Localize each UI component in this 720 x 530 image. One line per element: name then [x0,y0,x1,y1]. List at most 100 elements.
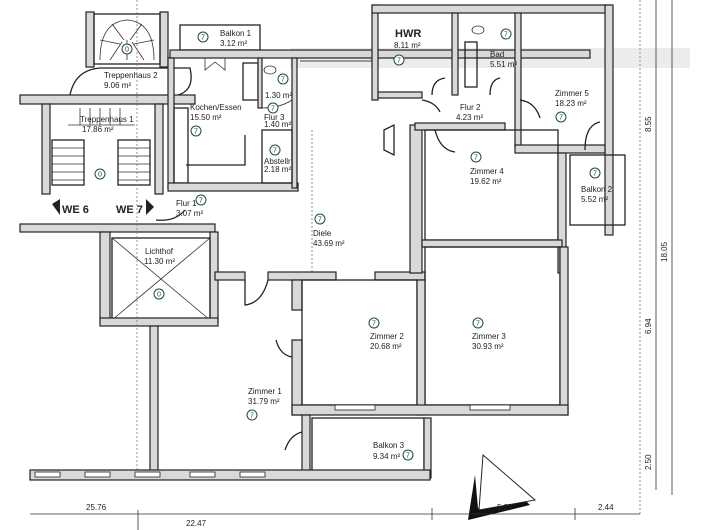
balkon-3 [311,417,425,474]
svg-text:7: 7 [318,217,322,224]
svg-text:7: 7 [199,198,203,205]
room-area: 2.18 m² [264,165,291,174]
svg-text:22.47: 22.47 [186,519,207,528]
unit-badge: 7 [314,213,326,225]
svg-text:7: 7 [271,106,275,113]
unit-badge: 7 [269,144,281,156]
svg-text:7: 7 [593,171,597,178]
room-name: Lichthof [145,247,174,256]
unit-badge: 7 [393,54,405,66]
unit-badge: 7 [472,317,484,329]
room-area: 43.69 m² [313,239,345,248]
dimension-labels: 8.55 18.05 6.94 2.50 25.76 22.47 5.27 2.… [86,116,669,528]
room-name: Zimmer 2 [370,332,404,341]
unit-label-we6: WE 6 [62,204,89,216]
unit-badge: 0 [94,168,106,180]
unit-badge: 7 [402,449,414,461]
room-name: Flur 2 [460,103,481,112]
zimmer-3 [424,246,561,406]
svg-text:7: 7 [273,148,277,155]
svg-text:25.76: 25.76 [86,503,107,512]
room-area: 4.23 m² [456,113,483,122]
svg-text:8.55: 8.55 [644,116,653,132]
svg-text:7: 7 [194,129,198,136]
svg-text:7: 7 [201,35,205,42]
room-name: Kochen/Essen [190,103,242,112]
room-area: 20.68 m² [370,342,402,351]
room-area: 19.62 m² [470,177,502,186]
room-name: Balkon 1 [220,29,252,38]
svg-text:2.44: 2.44 [598,503,614,512]
room-area: 9.06 m² [104,81,131,90]
room-name: Balkon 2 [581,185,613,194]
unit-label-we7: WE 7 [116,204,143,216]
room-name: Zimmer 5 [555,89,589,98]
storage-room [261,129,293,184]
svg-text:5.27: 5.27 [497,503,513,512]
room-name: Balkon 3 [373,441,405,450]
svg-text:6.94: 6.94 [644,318,653,334]
room-area: 1.30 m² [265,91,292,100]
room-name: Zimmer 3 [472,332,506,341]
facade-wall [29,469,431,481]
north-arrow-icon [468,453,537,520]
svg-text:0: 0 [125,47,129,54]
room-name: Treppenhaus 2 [104,71,158,80]
svg-text:7: 7 [281,77,285,84]
unit-badge: 7 [368,317,380,329]
room-name: Treppenhaus 1 [80,115,134,124]
unit-badge: 7 [267,102,279,114]
room-name: Zimmer 1 [248,387,282,396]
room-area: 30.93 m² [472,342,504,351]
unit-badge: 7 [246,409,258,421]
unit-badge: 7 [197,31,209,43]
room-name: Zimmer 4 [470,167,504,176]
room-area: 9.34 m² [373,452,400,461]
balkon-2 [569,154,626,226]
unit-badge: 7 [470,151,482,163]
svg-text:7: 7 [559,115,563,122]
svg-text:0: 0 [98,172,102,179]
dimension-lines [30,0,673,530]
unit-badge: 7 [555,111,567,123]
unit-badge: 0 [153,288,165,300]
svg-text:2.50: 2.50 [644,454,653,470]
room-area: 17.86 m² [82,125,114,134]
room-area: 18.23 m² [555,99,587,108]
room-name: Bad [490,50,504,59]
unit-badge: 0 [121,43,133,55]
room-name: Abstellr [264,157,291,166]
room-area: 5.52 m² [581,195,608,204]
room-area: 5.51 m² [490,60,517,69]
room-name: Flur 1 [176,199,197,208]
svg-text:7: 7 [474,155,478,162]
room-area: 1.40 m² [264,120,291,129]
unit-badge: 7 [190,125,202,137]
svg-text:7: 7 [397,58,401,65]
room-area: 15.50 m² [190,113,222,122]
room-name: HWR [395,28,421,40]
unit-badge: 7 [195,194,207,206]
lichthof [99,231,219,327]
room-labels: Treppenhaus 2 9.06 m² Balkon 1 3.12 m² K… [52,28,613,461]
unit-badge: 7 [277,73,289,85]
svg-text:0: 0 [157,292,161,299]
stairwell-2 [19,11,196,105]
svg-text:7: 7 [476,321,480,328]
svg-text:7: 7 [372,321,376,328]
room-area: 3.12 m² [220,39,247,48]
stairwell-1 [41,103,164,195]
svg-text:7: 7 [504,32,508,39]
unit-badges: 0 7 7 7 7 7 0 7 0 7 7 7 7 7 7 7 7 7 7 [94,28,601,461]
north-wing [371,4,614,236]
unit-badge: 7 [500,28,512,40]
svg-text:7: 7 [250,413,254,420]
room-area: 3.07 m² [176,209,203,218]
room-area: 8.11 m² [394,41,421,50]
room-area: 11.30 m² [144,257,175,266]
svg-text:18.05: 18.05 [660,241,669,262]
room-area: 31.79 m² [248,397,280,406]
room-name: Diele [313,229,332,238]
unit-badge: 7 [589,167,601,179]
